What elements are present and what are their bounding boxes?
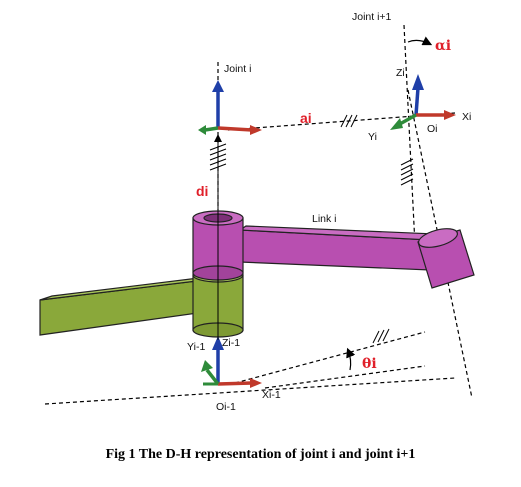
zi-label: Zi [396,67,405,79]
joint-next-label: Joint i+1 [352,11,392,23]
dh-diagram: Joint i+1 αi Joint i Zi ai Xi Oi Yi di L… [39,11,475,413]
joint-prev-frame [201,336,262,388]
theta-arc [346,347,356,371]
yi-label: Yi [368,131,377,143]
joint-next-frame [390,74,456,130]
zi-prev-label: Zi-1 [222,337,240,349]
alpha-label: αi [435,38,451,54]
joint-i-frame [198,80,262,135]
xi-label: Xi [462,111,471,123]
joint-i-label: Joint i [224,63,251,75]
yi-prev-label: Yi-1 [187,341,205,353]
link-label: Link i [312,213,337,225]
dashed-axis-lines [44,24,473,405]
oi-label: Oi [427,123,438,135]
alpha-arc [407,36,433,46]
a-label: ai [300,110,312,126]
oi-prev-label: Oi-1 [216,401,236,413]
d-label: di [196,183,208,199]
theta-label: θi [362,356,377,372]
xi-prev-label: Xi-1 [262,389,281,401]
figure-caption: Fig 1 The D-H representation of joint i … [105,447,416,462]
